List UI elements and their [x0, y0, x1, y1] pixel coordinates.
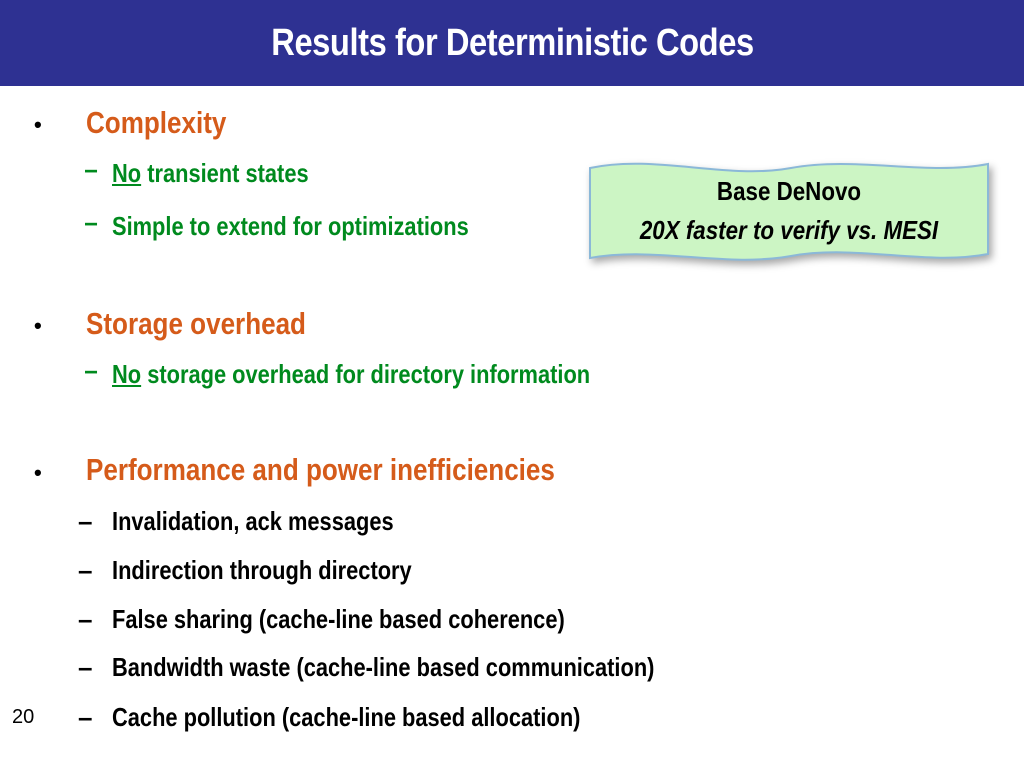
- perf-item: Indirection through directory: [112, 555, 412, 585]
- dash-marker: −: [84, 158, 99, 185]
- dash-marker: –: [78, 604, 93, 634]
- underlined-no: No: [112, 359, 142, 389]
- callout-banner: Base DeNovo 20X faster to verify vs. MES…: [586, 158, 992, 268]
- callout-shape: [589, 162, 989, 261]
- callout-line-2: 20X faster to verify vs. MESI: [639, 215, 939, 245]
- bullet-dot: •: [34, 460, 42, 485]
- slide-title: Results for Deterministic Codes: [270, 21, 754, 64]
- perf-item: Cache pollution (cache-line based alloca…: [112, 702, 581, 732]
- item-rest: transient states: [141, 158, 309, 188]
- storage-item-1: No storage overhead for directory inform…: [112, 359, 590, 390]
- dash-marker: –: [78, 652, 93, 682]
- title-bar: Results for Deterministic Codes: [0, 0, 1024, 86]
- perf-item: Bandwidth waste (cache-line based commun…: [112, 652, 655, 682]
- heading-performance: Performance and power inefficiencies: [86, 452, 555, 487]
- perf-item: False sharing (cache-line based coherenc…: [112, 604, 565, 634]
- dash-marker: −: [84, 359, 99, 386]
- callout-line-1: Base DeNovo: [716, 176, 862, 206]
- dash-marker: –: [78, 702, 93, 732]
- bullet-dot: •: [34, 112, 42, 137]
- complexity-item-2: Simple to extend for optimizations: [112, 211, 469, 241]
- underlined-no: No: [112, 158, 142, 188]
- callout-text: Base DeNovo 20X faster to verify vs. MES…: [586, 176, 992, 246]
- page-number: 20: [12, 706, 35, 728]
- item-rest: storage overhead for directory informati…: [141, 359, 591, 389]
- dash-marker: −: [84, 211, 99, 238]
- dash-marker: –: [78, 555, 93, 585]
- dash-marker: –: [78, 506, 93, 536]
- perf-item: Invalidation, ack messages: [112, 506, 394, 536]
- bullet-dot: •: [34, 313, 42, 338]
- complexity-item-1: No transient states: [112, 158, 309, 189]
- heading-storage: Storage overhead: [86, 306, 306, 341]
- heading-complexity: Complexity: [86, 105, 227, 140]
